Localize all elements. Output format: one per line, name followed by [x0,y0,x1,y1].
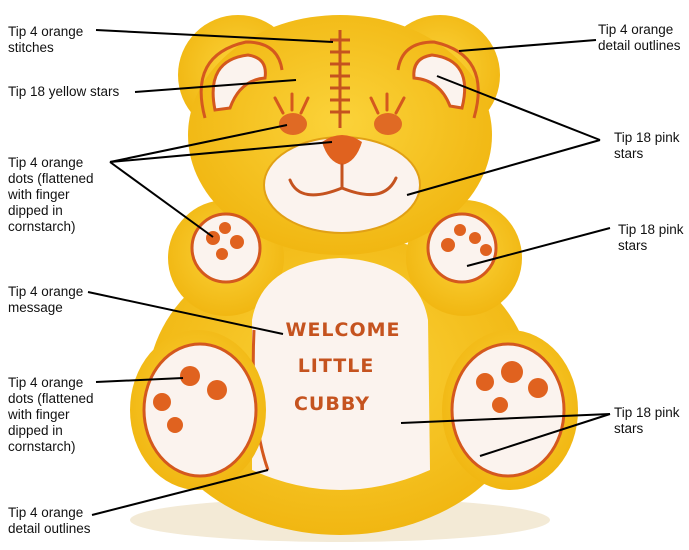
callout-outlines-top: Tip 4 orange detail outlines [598,22,681,54]
callout-pink-stars-ears: Tip 18 pink stars [614,130,680,162]
cake-message-line-2: LITTLE [298,355,375,377]
callout-pink-stars-belly: Tip 18 pink stars [614,405,680,437]
callout-stitches: Tip 4 orange stitches [8,24,83,56]
cake-message-line-1: WELCOME [285,319,400,341]
callout-dots-top: Tip 4 orange dots (flattened with finger… [8,155,94,235]
callout-outlines-bottom: Tip 4 orange detail outlines [8,505,91,537]
callout-message: Tip 4 orange message [8,284,83,316]
cake-message-line-3: CUBBY [294,393,370,415]
callout-pink-stars-paws: Tip 18 pink stars [618,222,684,254]
callout-dots-bottom: Tip 4 orange dots (flattened with finger… [8,375,94,455]
callout-yellow-stars: Tip 18 yellow stars [8,84,119,100]
